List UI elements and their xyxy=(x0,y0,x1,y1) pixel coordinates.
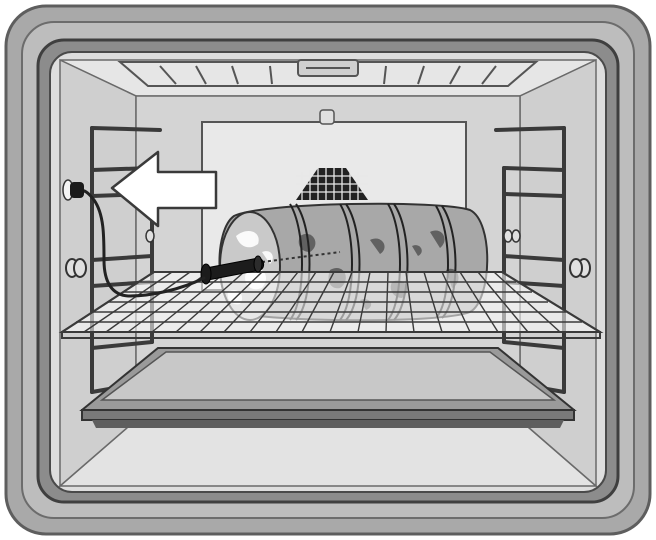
cavity-floor xyxy=(60,420,596,486)
probe-socket-icon xyxy=(63,180,84,200)
wire-rack xyxy=(62,272,600,338)
baking-tray xyxy=(82,348,574,428)
back-panel-tab xyxy=(320,110,334,124)
